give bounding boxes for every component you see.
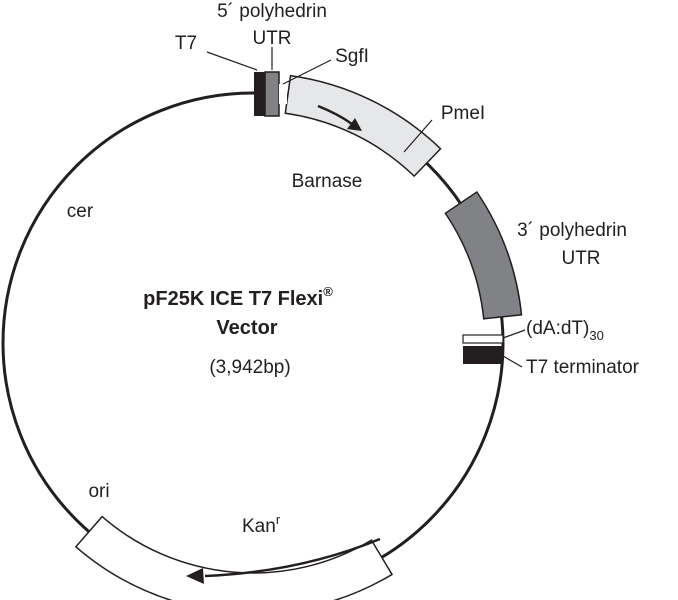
polyhedrin5-label-line2: UTR [252,28,291,49]
t7-terminator-feature [463,346,503,364]
vector-title-line2: Vector [216,317,277,339]
pmei-site-label: PmeI [441,103,485,124]
barnase-label: Barnase [292,171,363,192]
polyhedrin3-label-line2: UTR [561,248,600,269]
kan-direction-arrow [204,537,381,578]
sgfi-site-label: SgfI [335,46,369,67]
barnase-arrowhead [347,118,362,131]
dadt-feature [462,334,504,344]
polyhedrin-5-utr-feature [264,71,280,117]
kan-arrowhead [186,568,204,584]
polyhedrin-3-utr-feature [444,190,523,320]
sgfi-gap [279,84,287,104]
t7-leader-line [206,51,258,71]
polyhedrin3-label-line1: 3´ polyhedrin [517,220,627,241]
vector-size-label: (3,942bp) [209,357,290,378]
sgfi-leader-line [282,59,332,85]
dadt-label: (dA:dT)30 [526,318,604,343]
vector-title-line1: pF25K ICE T7 Flexi® [143,284,333,310]
ori-label: ori [88,481,109,502]
t7-promoter-label: T7 [175,33,197,54]
polyhedrin5-label-line1: 5´ polyhedrin [217,1,327,22]
kan-label: Kanr [242,512,281,537]
t7-terminator-leader-line [502,355,523,368]
pmei-leader-line [403,119,433,153]
cer-label: cer [67,201,94,222]
kan-resistance-feature [74,515,394,600]
t7-promoter-feature [254,72,265,116]
barnase-feature [284,74,442,178]
t7-terminator-label: T7 terminator [526,357,640,378]
dadt-leader-line [502,329,526,339]
barnase-direction-arrow [317,104,353,126]
